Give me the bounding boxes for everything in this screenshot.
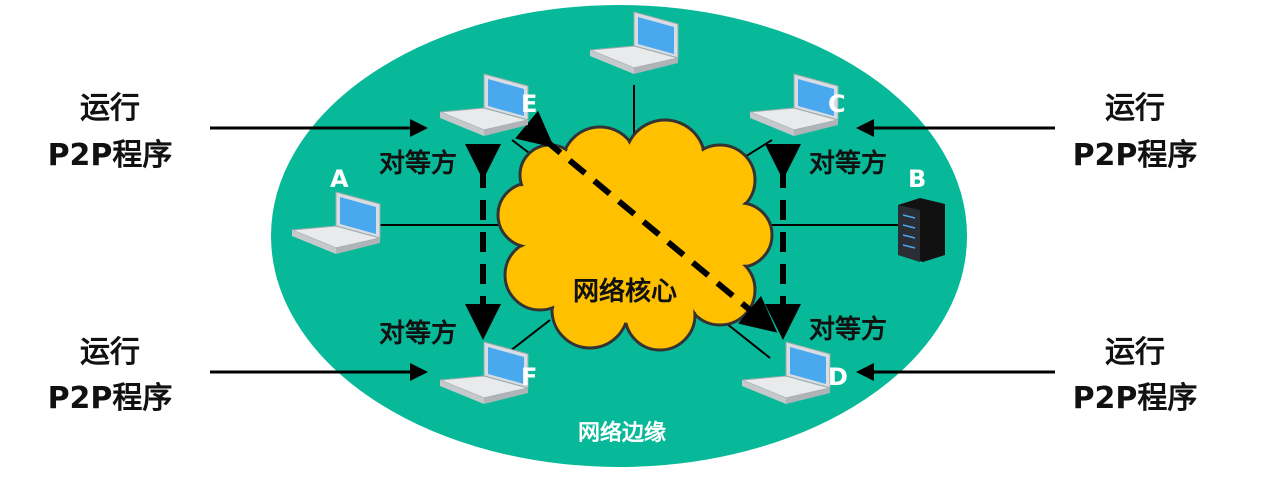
run-label-right-top: 运行 P2P程序 <box>1073 91 1198 173</box>
peer-label-d: 对等方 <box>809 314 887 345</box>
run-arrows <box>210 119 1055 381</box>
svg-text:P2P程序: P2P程序 <box>1073 381 1198 416</box>
svg-text:P2P程序: P2P程序 <box>48 138 173 173</box>
server-icon-b <box>898 198 945 262</box>
node-label-f: F <box>521 363 537 391</box>
run-label-left-bottom: 运行 P2P程序 <box>48 335 173 416</box>
peer-label-f: 对等方 <box>379 318 457 349</box>
svg-text:P2P程序: P2P程序 <box>1073 138 1198 173</box>
svg-text:P2P程序: P2P程序 <box>48 381 173 416</box>
network-edge-label: 网络边缘 <box>578 420 666 446</box>
node-label-b: B <box>908 165 926 193</box>
node-label-c: C <box>828 90 846 118</box>
peer-label-e: 对等方 <box>379 148 457 179</box>
peer-label-c: 对等方 <box>809 148 887 179</box>
svg-text:运行: 运行 <box>1105 91 1165 126</box>
run-label-left-top: 运行 P2P程序 <box>48 91 173 173</box>
node-label-a: A <box>330 165 349 193</box>
node-label-d: D <box>828 363 848 391</box>
peer-dashed-arrows <box>465 110 801 340</box>
svg-text:运行: 运行 <box>1105 335 1165 370</box>
run-label-right-bottom: 运行 P2P程序 <box>1073 335 1198 416</box>
node-label-e: E <box>521 90 537 118</box>
svg-text:运行: 运行 <box>80 91 140 126</box>
svg-text:运行: 运行 <box>80 335 140 370</box>
network-core-label: 网络核心 <box>573 276 677 307</box>
